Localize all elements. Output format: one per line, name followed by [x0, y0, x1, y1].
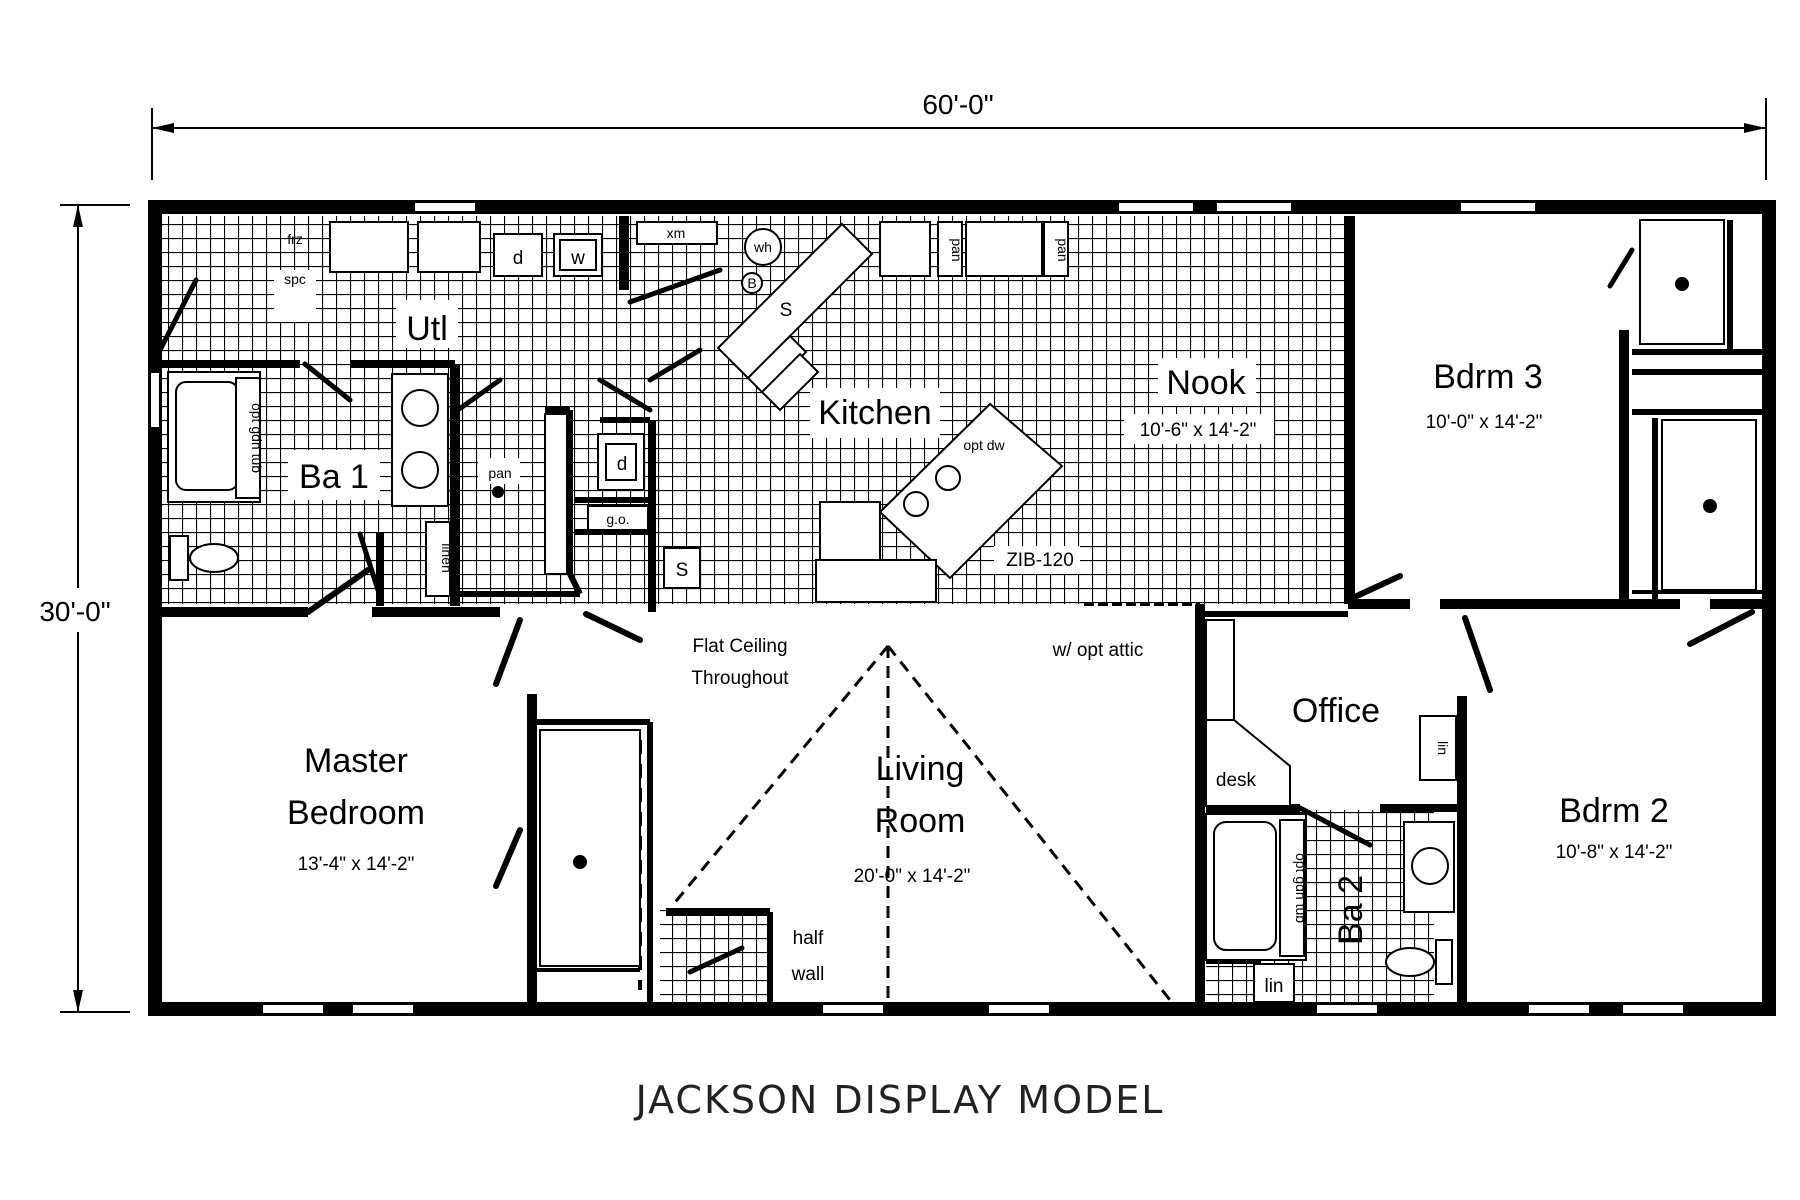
bdrm3-size: 10'-0" x 14'-2": [1426, 412, 1543, 433]
bdrm2-label: Bdrm 2: [1559, 792, 1669, 830]
fixtures: [167, 219, 1757, 1003]
freezer-label: frz: [287, 231, 303, 247]
garden-tub-label-1: opt gdn tub: [249, 403, 265, 473]
plan-caption: JACKSON DISPLAY MODEL: [635, 1078, 1165, 1122]
width-label: 60'-0": [922, 89, 993, 120]
fireplace-label: ZIB-120: [1006, 550, 1074, 571]
bath2-label: Ba 2: [1332, 875, 1370, 945]
nook-label: Nook: [1166, 364, 1246, 402]
linen-label: linen: [439, 543, 455, 573]
desk-label: desk: [1216, 770, 1257, 791]
utility-label: Utl: [406, 310, 448, 348]
bdrm2-size: 10'-8" x 14'-2": [1556, 842, 1673, 863]
living-label-line2: Room: [875, 802, 966, 840]
pantry-label-3: pan: [488, 465, 511, 481]
water-heater-label: wh: [753, 239, 772, 255]
half-wall-note-line1: half: [793, 928, 824, 949]
living-label-line1: Living: [876, 750, 965, 788]
bdrm3-label: Bdrm 3: [1433, 358, 1543, 396]
master-label-line1: Master: [304, 742, 408, 780]
b-label: B: [747, 275, 756, 291]
garden-tub-label-2: opt gdn tub: [1293, 853, 1309, 923]
master-size: 13'-4" x 14'-2": [298, 854, 415, 875]
dryer-label: d: [513, 248, 524, 269]
width-dimension: [151, 98, 1767, 180]
sink-label: S: [676, 560, 689, 581]
bath2-linen-label: lin: [1264, 976, 1283, 997]
nook-size: 10'-6" x 14'-2": [1140, 420, 1257, 441]
exterior-walls: [148, 200, 1776, 1016]
xm-label: xm: [667, 225, 686, 241]
bath1-label: Ba 1: [299, 458, 369, 496]
garbage-disposal-label: g.o.: [606, 511, 629, 527]
vaulted-ceiling-lines: [670, 645, 1172, 1001]
depth-label: 30'-0": [39, 596, 110, 627]
washer-label: w: [570, 248, 585, 269]
office-label: Office: [1292, 692, 1380, 730]
attic-note: w/ opt attic: [1052, 640, 1144, 661]
pantry-label-1: pan: [949, 238, 965, 261]
opt-dishwasher-label: opt dw: [963, 437, 1005, 453]
ceiling-note-line2: Throughout: [691, 668, 789, 689]
living-size: 20'-0" x 14'-2": [854, 866, 971, 887]
ceiling-note-line1: Flat Ceiling: [692, 636, 787, 657]
half-wall-note-line2: wall: [791, 964, 825, 985]
dishwasher-label: d: [617, 454, 628, 475]
master-label-line2: Bedroom: [287, 794, 425, 832]
freezer-space-label: spc: [284, 271, 306, 287]
interior-walls: [160, 216, 1764, 1006]
label-backgrounds: [274, 270, 1274, 574]
office-linen-label: lin: [1435, 741, 1451, 755]
door-swings: [157, 247, 1755, 975]
stove-label: S: [780, 300, 793, 321]
kitchen-label: Kitchen: [818, 394, 931, 432]
pantry-label-2: pan: [1055, 238, 1071, 261]
closet-rods: [492, 277, 1717, 869]
